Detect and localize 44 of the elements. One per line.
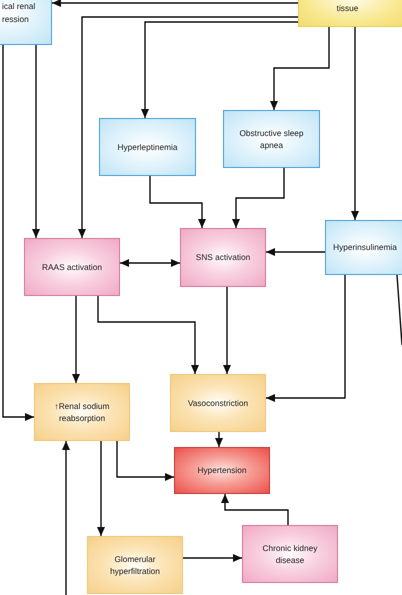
arrow (97, 441, 105, 536)
process-box (34, 383, 130, 441)
arrow (32, 45, 40, 238)
arrow (116, 441, 174, 481)
arrow (72, 296, 80, 383)
process-box (24, 238, 120, 296)
arrow (78, 16, 298, 238)
process-box (87, 536, 183, 594)
process-box (99, 118, 196, 176)
arrow (2, 45, 34, 421)
arrow (97, 296, 199, 374)
process-box (223, 110, 320, 168)
box-label: ical renal ression (2, 0, 36, 25)
arrow (232, 168, 285, 228)
arrow (149, 176, 206, 228)
box-label: ↑Renal sodium reabsorption (54, 400, 110, 424)
arrow (270, 27, 330, 110)
process-box (180, 228, 266, 287)
box-label: Hypertension (198, 464, 246, 476)
arrow (351, 27, 359, 220)
box-label: Chronic kidney disease (262, 542, 318, 566)
connector-line (396, 274, 402, 346)
arrow (120, 259, 180, 267)
box-label: Obstructive sleep apnea (238, 126, 305, 152)
process-box (170, 374, 266, 432)
box-label: Glomerular hyperfiltration (109, 552, 161, 578)
arrow (221, 494, 289, 525)
box-label: Vasoconstriction (188, 396, 248, 409)
process-box (325, 220, 402, 275)
process-box (242, 525, 338, 583)
box-label: Hyperleptinemia (118, 140, 178, 153)
arrow (141, 21, 298, 118)
box-label: RAAS activation (42, 260, 102, 273)
arrow (223, 287, 231, 374)
box-label: SNS activation (196, 251, 250, 264)
arrow (52, 0, 298, 7)
box-label: tissue (336, 4, 358, 14)
arrow (266, 248, 325, 256)
process-box (174, 447, 270, 494)
arrow (62, 441, 70, 595)
arrow (215, 432, 223, 447)
box-label: Hyperinsulinemia (333, 241, 397, 254)
arrow (183, 554, 242, 562)
arrow (266, 275, 346, 402)
